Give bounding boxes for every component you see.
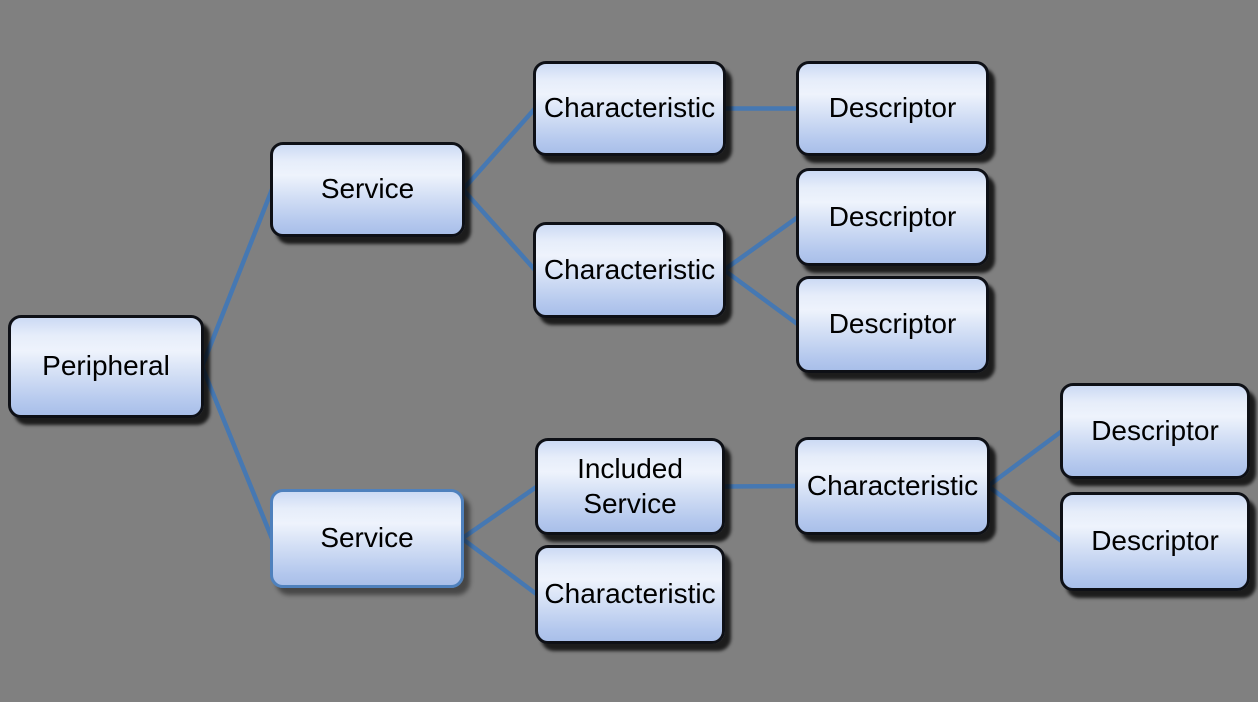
node-characteristic-3: Characteristic — [535, 545, 725, 644]
node-included-service: Included Service — [535, 438, 725, 535]
node-service-1: Service — [270, 142, 465, 237]
connector-service-2-to-characteristic-3 — [459, 536, 540, 597]
node-descriptor-3: Descriptor — [796, 276, 989, 373]
node-descriptor-5: Descriptor — [1060, 492, 1250, 591]
node-label-characteristic-1: Characteristic — [543, 92, 716, 124]
connector-characteristic-4-to-descriptor-5 — [985, 483, 1065, 544]
node-label-descriptor-1: Descriptor — [828, 92, 957, 124]
node-label-descriptor-3: Descriptor — [828, 308, 957, 340]
connector-characteristic-4-to-descriptor-4 — [985, 428, 1065, 489]
node-label-characteristic-2: Characteristic — [543, 253, 716, 285]
node-characteristic-1: Characteristic — [533, 61, 726, 156]
node-label-descriptor-2: Descriptor — [828, 200, 957, 232]
connector-characteristic-2-to-descriptor-3 — [721, 267, 801, 327]
node-label-service-1: Service — [320, 173, 415, 205]
node-label-service-2: Service — [320, 522, 414, 554]
connector-included-service-to-characteristic-4 — [720, 483, 800, 489]
node-label-descriptor-4: Descriptor — [1091, 414, 1219, 446]
connector-service-1-to-characteristic-2 — [460, 187, 538, 273]
node-peripheral: Peripheral — [8, 315, 204, 418]
connector-service-1-to-characteristic-1 — [460, 106, 538, 192]
node-characteristic-2: Characteristic — [533, 222, 726, 318]
connector-peripheral-to-service-2 — [199, 364, 275, 541]
node-label-included-service: Included Service — [577, 453, 683, 519]
connector-characteristic-2-to-descriptor-2 — [721, 214, 801, 273]
node-descriptor-2: Descriptor — [796, 168, 989, 266]
node-descriptor-4: Descriptor — [1060, 383, 1250, 479]
node-characteristic-4: Characteristic — [795, 437, 990, 535]
connector-service-2-to-included-service — [459, 484, 540, 541]
node-label-characteristic-4: Characteristic — [806, 469, 979, 501]
node-service-2: Service — [270, 489, 464, 588]
node-label-peripheral: Peripheral — [42, 350, 170, 382]
connector-peripheral-to-service-1 — [199, 187, 275, 369]
node-descriptor-1: Descriptor — [796, 61, 989, 156]
node-label-descriptor-5: Descriptor — [1091, 525, 1219, 557]
node-label-characteristic-3: Characteristic — [544, 578, 716, 610]
